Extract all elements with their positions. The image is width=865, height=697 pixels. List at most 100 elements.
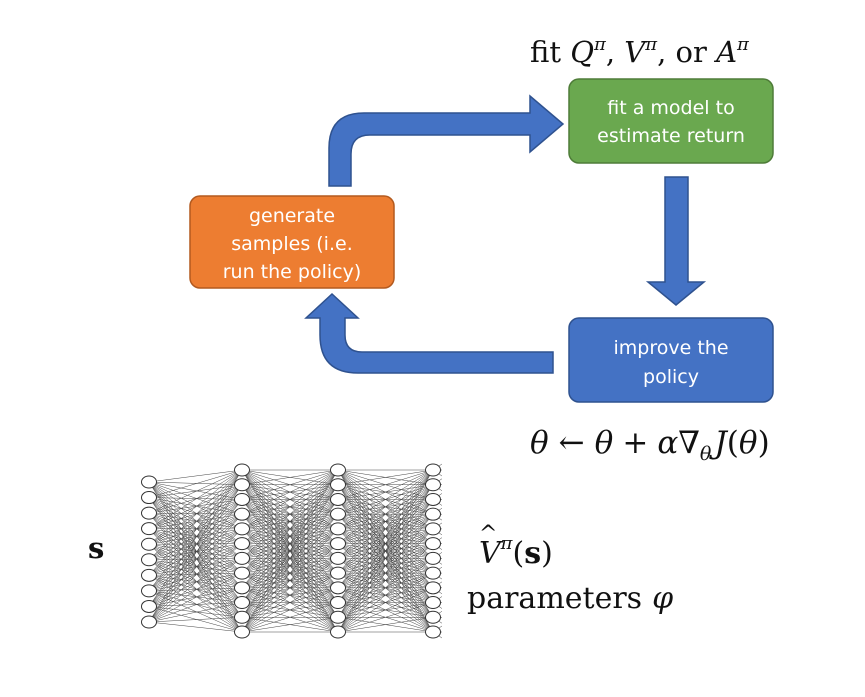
network-edge	[148, 528, 243, 544]
network-edge	[148, 469, 243, 529]
network-edge	[337, 572, 434, 633]
neuron-layer-4	[425, 463, 441, 477]
network-edge	[148, 558, 243, 561]
neuron-layer-4	[425, 492, 441, 506]
network-edge	[148, 513, 243, 529]
network-edge	[148, 499, 243, 576]
network-edge	[148, 513, 243, 576]
neuron-layer-3	[330, 581, 346, 595]
network-edge	[148, 559, 243, 574]
value-function-symbol: V	[479, 536, 504, 571]
network-edge	[148, 587, 243, 623]
network-edge	[337, 499, 434, 633]
neuron-layer-2	[234, 522, 250, 536]
network-edge	[148, 481, 243, 530]
network-edge	[148, 528, 243, 589]
fit-model-label-line2: estimate return	[597, 125, 745, 147]
network-edge	[148, 587, 243, 592]
network-edge	[148, 484, 243, 514]
neuron-layer-1	[141, 584, 157, 598]
network-edge	[337, 469, 434, 500]
arrow-to-generate	[304, 292, 554, 374]
network-edge	[148, 481, 243, 574]
network-edge	[148, 543, 243, 576]
network-edge	[337, 469, 434, 530]
network-edge	[148, 512, 243, 633]
network-connections	[148, 463, 443, 639]
network-edge	[148, 497, 243, 588]
network-edge	[148, 590, 243, 633]
network-edge	[337, 617, 434, 633]
network-edge	[148, 543, 243, 623]
network-edge	[148, 497, 243, 544]
generate-label-line3: run the policy)	[223, 261, 362, 283]
network-edge	[148, 513, 243, 592]
neuron-layer-4	[425, 507, 441, 521]
network-edge	[148, 481, 243, 500]
neuron-layer-3	[330, 596, 346, 610]
network-edge	[148, 469, 243, 545]
network-edge	[148, 544, 243, 633]
neuron-layer-4	[425, 610, 441, 624]
network-edge	[148, 606, 243, 618]
network-edge	[148, 499, 243, 560]
network-edge	[148, 499, 243, 545]
network-edge	[148, 497, 243, 500]
network-edge	[148, 512, 243, 530]
network-edge	[148, 572, 243, 576]
network-edge	[148, 602, 243, 623]
network-edge	[337, 469, 434, 515]
neuron-layer-2	[234, 463, 250, 477]
network-edge	[148, 543, 243, 592]
network-edge	[241, 528, 339, 633]
network-edge	[148, 617, 243, 623]
network-edge	[148, 497, 243, 559]
improve-label-line2: policy	[643, 366, 699, 388]
fit-model-label-line1: fit a model to	[607, 97, 734, 119]
network-edge	[148, 469, 243, 592]
network-edge	[148, 621, 243, 633]
network-edge	[337, 484, 434, 633]
network-edge	[148, 512, 243, 589]
network-edge	[148, 469, 243, 514]
network-edge	[337, 469, 434, 544]
neuron-layer-3	[330, 492, 346, 506]
neuron-layer-3	[330, 610, 346, 624]
network-edge	[148, 497, 243, 603]
neuron-layer-1	[141, 522, 157, 536]
network-edge	[148, 587, 243, 607]
neuron-layer-4	[425, 551, 441, 565]
improve-label-line1: improve the	[613, 337, 728, 359]
neuron-layer-3	[330, 478, 346, 492]
neuron-layer-3	[330, 551, 346, 565]
generate-label-line1: generate	[249, 205, 335, 227]
network-neurons	[141, 463, 441, 639]
neuron-layer-3	[330, 507, 346, 521]
network-edge	[148, 499, 243, 592]
network-edge	[148, 484, 243, 576]
network-edge	[148, 528, 243, 559]
network-edge	[148, 544, 243, 618]
network-edge	[241, 469, 339, 574]
fit-objective-label: fit Qπ, Vπ, or Aπ	[530, 34, 750, 69]
neuron-layer-2	[234, 507, 250, 521]
network-edge	[148, 499, 243, 529]
network-edge	[148, 513, 243, 545]
network-edge	[148, 484, 243, 498]
network-edge	[148, 544, 243, 603]
network-edge	[148, 543, 243, 559]
network-edge	[148, 543, 243, 589]
network-edge	[241, 469, 339, 500]
network-edge	[337, 587, 434, 633]
network-edge	[148, 572, 243, 607]
network-edge	[148, 528, 243, 618]
neuron-layer-3	[330, 566, 346, 580]
network-edge	[241, 499, 339, 633]
network-edge	[337, 469, 434, 485]
neuron-layer-2	[234, 551, 250, 565]
network-edge	[241, 469, 339, 544]
network-edge	[148, 528, 243, 574]
network-edge	[148, 497, 243, 530]
